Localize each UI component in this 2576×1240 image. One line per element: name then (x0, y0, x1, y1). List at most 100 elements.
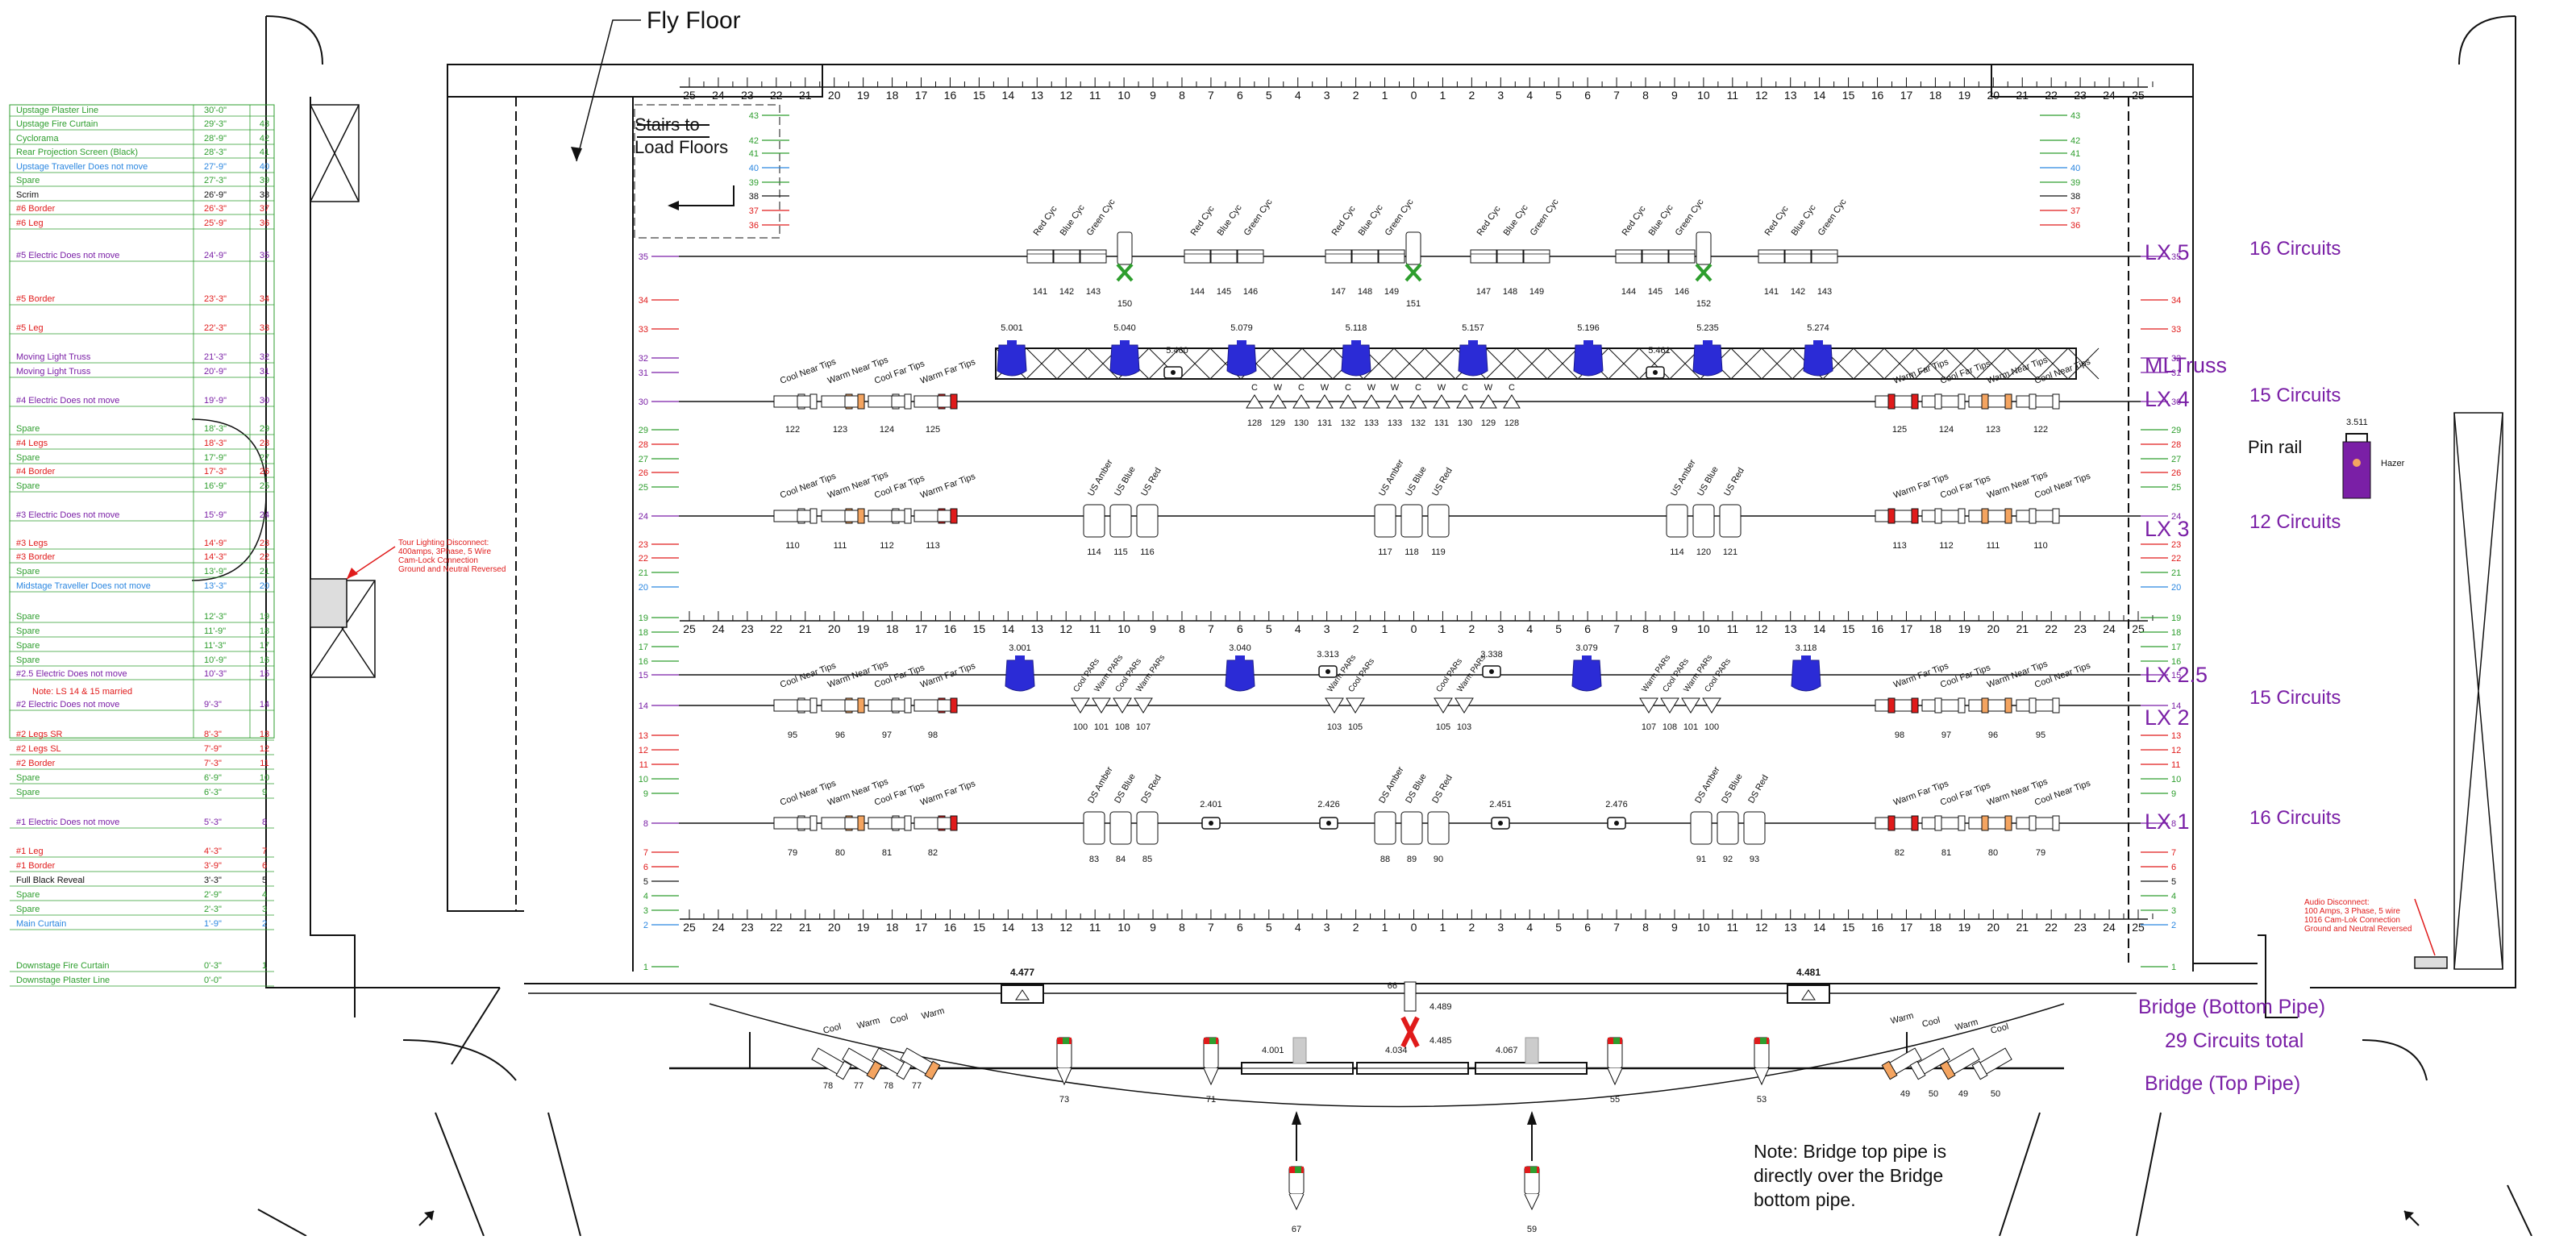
lx4-center-unit[interactable] (1269, 394, 1287, 409)
lx2-par-unit[interactable] (1681, 697, 1700, 714)
bridge-top-unit[interactable] (1056, 1037, 1072, 1086)
lx2-par-unit[interactable] (1434, 697, 1453, 714)
lx3-fresnel[interactable] (1666, 504, 1688, 538)
lx4-center-unit[interactable] (1292, 394, 1310, 409)
lx1-fresnel[interactable] (1109, 811, 1132, 845)
lx5-cyc-unit[interactable] (1378, 249, 1405, 264)
bridge-strip-unit[interactable] (1241, 1062, 1354, 1075)
tip-fixture-right-pair[interactable] (1875, 393, 1896, 410)
lx5-cyc-unit[interactable] (1784, 249, 1812, 264)
lx25-moving-light[interactable] (1571, 655, 1602, 692)
bridge-top-unit[interactable] (1754, 1037, 1770, 1086)
lx2-par-unit[interactable] (1071, 697, 1090, 714)
lx1-fresnel[interactable] (1083, 811, 1105, 845)
lx3-fresnel[interactable] (1136, 504, 1159, 538)
tip-fixture-left-pair[interactable] (797, 815, 818, 831)
tip-fixture-left-pair[interactable] (891, 815, 912, 831)
lx5-cyc-unit[interactable] (1642, 249, 1669, 264)
tip-fixture-right-pair[interactable] (1875, 815, 1896, 831)
tip-fixture-right-pair[interactable] (1968, 697, 1989, 714)
tip-fixture-left-pair[interactable] (797, 697, 818, 714)
tour-disconnect-panel[interactable] (310, 578, 347, 628)
bridge-left-unit[interactable] (900, 1047, 941, 1080)
tip-fixture-right-pair[interactable] (2016, 697, 2037, 714)
lx1-fresnel[interactable] (1374, 811, 1396, 845)
lx4-center-unit[interactable] (1479, 394, 1497, 409)
tip-fixture-right-pair[interactable] (1875, 697, 1896, 714)
lx2-par-unit[interactable] (1639, 697, 1658, 714)
lx2-par-unit[interactable] (1113, 697, 1132, 714)
lx1-fresnel[interactable] (1743, 811, 1766, 845)
bridge-top-unit[interactable] (1203, 1037, 1219, 1086)
lx5-cyc-unit[interactable] (1184, 249, 1211, 264)
lx4-center-unit[interactable] (1339, 394, 1357, 409)
moving-light-truss[interactable] (995, 347, 2100, 380)
tip-fixture-right-pair[interactable] (1968, 508, 1989, 524)
tip-fixture-left-pair[interactable] (797, 508, 818, 524)
lx25-moving-light[interactable] (1225, 655, 1255, 692)
bridge-left-unit[interactable] (811, 1047, 852, 1080)
lx3-fresnel[interactable] (1427, 504, 1450, 538)
lx25-moving-light[interactable] (1005, 655, 1035, 692)
lx1-fresnel[interactable] (1427, 811, 1450, 845)
boom-unit[interactable] (1288, 1111, 1305, 1211)
lx1-small-unit[interactable] (1607, 817, 1626, 830)
bridge-right-unit[interactable] (1971, 1047, 2012, 1080)
lx1-fresnel[interactable] (1717, 811, 1739, 845)
lx1-fresnel[interactable] (1136, 811, 1159, 845)
tip-fixture-left-pair[interactable] (937, 393, 958, 410)
lx5-cyc-unit[interactable] (1237, 249, 1264, 264)
lx1-fresnel[interactable] (1690, 811, 1712, 845)
lx1-fresnel[interactable] (1400, 811, 1423, 845)
tip-fixture-left-pair[interactable] (937, 697, 958, 714)
lx2-par-unit[interactable] (1092, 697, 1111, 714)
lx5-cyc-unit[interactable] (1668, 249, 1696, 264)
lx1-small-unit[interactable] (1201, 817, 1221, 830)
lx5-cyc-unit[interactable] (1615, 249, 1642, 264)
lx2-par-unit[interactable] (1702, 697, 1721, 714)
lx2-par-unit[interactable] (1134, 697, 1153, 714)
lx4-center-unit[interactable] (1503, 394, 1521, 409)
moving-light[interactable] (1692, 340, 1723, 377)
lx2-par-unit[interactable] (1660, 697, 1679, 714)
lx5-cyc-unit[interactable] (1325, 249, 1352, 264)
tip-fixture-right-pair[interactable] (1968, 393, 1989, 410)
moving-light-small-unit[interactable] (1646, 366, 1665, 379)
tip-fixture-left-pair[interactable] (937, 815, 958, 831)
moving-light[interactable] (1803, 340, 1833, 377)
lx5-special-unit[interactable] (1405, 231, 1422, 282)
bridge-right-unit[interactable] (1939, 1047, 1980, 1080)
tip-fixture-right-pair[interactable] (1921, 815, 1942, 831)
tip-fixture-right-pair[interactable] (2016, 815, 2037, 831)
lx3-fresnel[interactable] (1692, 504, 1715, 538)
tip-fixture-left-pair[interactable] (891, 697, 912, 714)
moving-light[interactable] (1458, 340, 1488, 377)
lx25-small-unit[interactable] (1318, 665, 1338, 678)
tip-fixture-left-pair[interactable] (844, 508, 865, 524)
bridge-bottom-unit[interactable] (1001, 984, 1044, 1004)
bridge-top-unit[interactable] (1607, 1037, 1623, 1086)
boom-unit[interactable] (1524, 1111, 1540, 1211)
tip-fixture-right-pair[interactable] (1921, 697, 1942, 714)
moving-light[interactable] (1109, 340, 1140, 377)
lx4-center-unit[interactable] (1363, 394, 1380, 409)
tip-fixture-left-pair[interactable] (797, 393, 818, 410)
lx4-center-unit[interactable] (1409, 394, 1427, 409)
lx4-center-unit[interactable] (1316, 394, 1334, 409)
lx5-cyc-unit[interactable] (1210, 249, 1238, 264)
lx5-special-unit[interactable] (1695, 231, 1712, 282)
tip-fixture-right-pair[interactable] (1875, 508, 1896, 524)
tip-fixture-left-pair[interactable] (891, 508, 912, 524)
lx2-par-unit[interactable] (1346, 697, 1365, 714)
lx5-cyc-unit[interactable] (1351, 249, 1379, 264)
lx4-center-unit[interactable] (1433, 394, 1450, 409)
tip-fixture-left-pair[interactable] (844, 815, 865, 831)
lx1-small-unit[interactable] (1319, 817, 1338, 830)
moving-light[interactable] (1341, 340, 1371, 377)
lx5-cyc-unit[interactable] (1080, 249, 1107, 264)
bridge-strip-unit[interactable] (1356, 1062, 1469, 1075)
tip-fixture-left-pair[interactable] (844, 393, 865, 410)
lx5-cyc-unit[interactable] (1496, 249, 1524, 264)
tip-fixture-right-pair[interactable] (2016, 393, 2037, 410)
bridge-bottom-unit[interactable] (1787, 984, 1830, 1004)
